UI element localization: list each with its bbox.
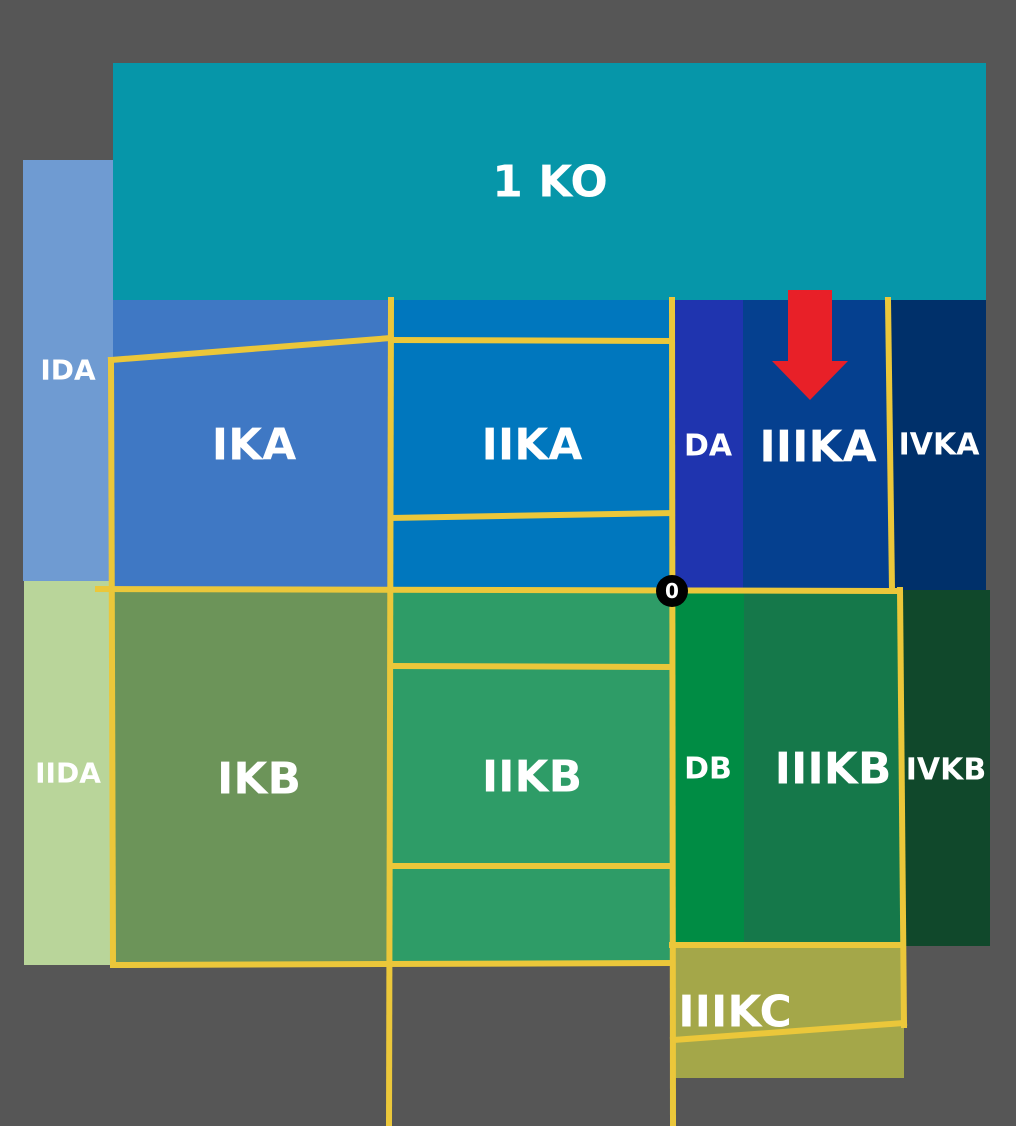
label-iiikb: IIIKB [774,743,892,795]
label-ivkb: IVKB [905,752,987,788]
zone-iiikc [672,945,904,1078]
label-ikb: IKB [216,753,302,805]
zone-iida [24,581,113,965]
zone-ikb [113,590,391,965]
label-iida: IIDA [35,756,101,790]
zone-iiikb [744,590,902,945]
zone-1-ko [113,63,986,300]
label-ika: IKA [211,419,297,471]
label-1-ko: 1 KO [492,156,608,208]
label-da: DA [683,428,733,464]
label-iikb: IIKB [481,751,583,803]
label-iiikc: IIIKC [678,986,792,1038]
label-ivka: IVKA [898,427,980,463]
zone-da [672,300,743,590]
label-ida: IDA [40,353,96,387]
label-iiika: IIIKA [759,421,877,473]
zone-db [672,590,744,945]
label-db: DB [684,751,732,787]
origin-marker: 0 [656,575,688,607]
zone-iika [391,300,672,590]
zone-ivkb [902,590,990,946]
zone-ida [23,160,113,581]
label-iika: IIKA [481,419,583,471]
zone-ivka [890,300,986,590]
zone-iikb [391,590,672,965]
